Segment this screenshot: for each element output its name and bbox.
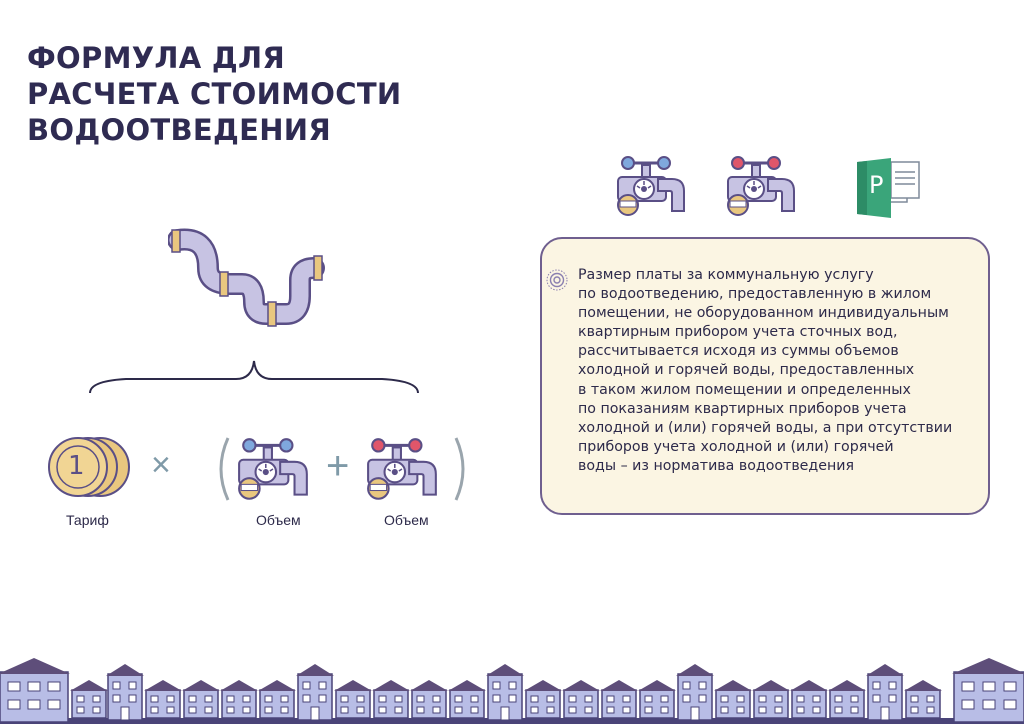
hot-volume-label: Объем	[384, 512, 429, 528]
pipe-icon	[168, 228, 325, 327]
coins-icon	[48, 437, 130, 497]
target-bullet-icon	[546, 269, 568, 291]
cold-volume-label: Объем	[256, 512, 301, 528]
curly-brace-icon	[89, 360, 419, 394]
info-box	[540, 237, 990, 515]
publisher-letter: P	[869, 171, 884, 199]
info-text: Размер платы за коммунальную услугу по в…	[578, 267, 953, 474]
page-title: ФОРМУЛА ДЛЯ РАСЧЕТА СТОИМОСТИ ВОДООТВЕДЕ…	[27, 41, 402, 147]
plus-operator: +	[326, 444, 350, 488]
hot-water-faucet-icon	[364, 437, 442, 503]
right-parenthesis	[454, 437, 465, 501]
multiply-operator: ×	[151, 446, 171, 484]
cityscape-illustration	[0, 658, 1024, 724]
cold-water-faucet-icon	[235, 437, 313, 503]
coin-denomination: 1	[68, 451, 85, 481]
left-parenthesis	[219, 437, 230, 501]
tariff-label: Тариф	[66, 512, 109, 528]
cold-water-faucet-icon	[614, 155, 690, 219]
hot-water-faucet-icon	[724, 155, 800, 219]
publisher-document-icon	[857, 158, 920, 218]
